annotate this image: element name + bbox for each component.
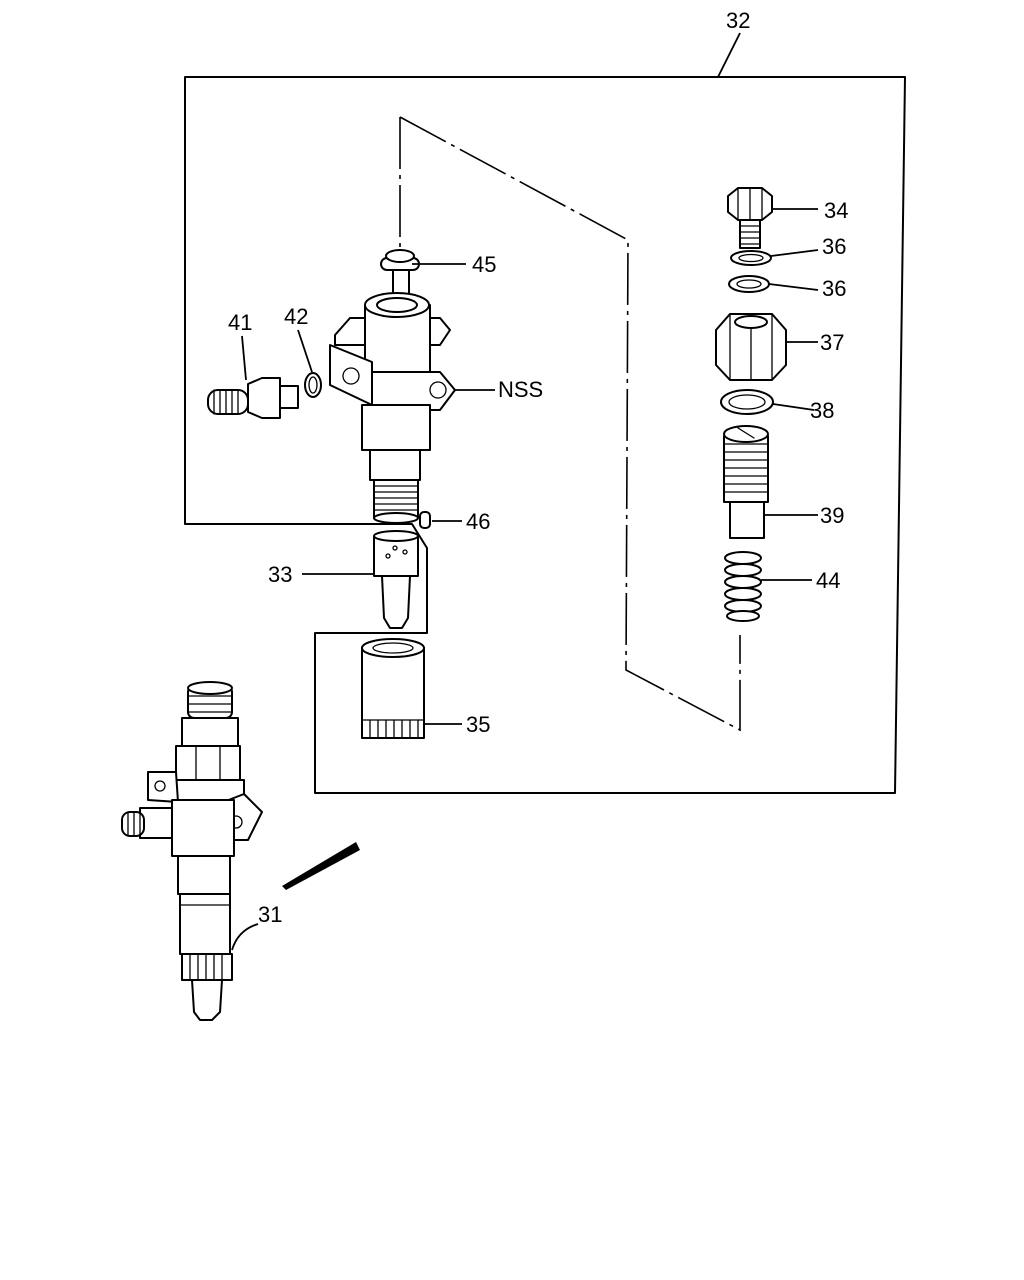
leader-31 — [231, 923, 259, 951]
label-33: 33 — [268, 562, 292, 587]
retaining-nut-35 — [361, 638, 425, 739]
bolt-34 — [727, 187, 773, 249]
label-39: 39 — [820, 503, 844, 528]
leader-38 — [772, 403, 815, 411]
label-34: 34 — [824, 198, 848, 223]
leader-42 — [297, 329, 313, 373]
leader-32 — [717, 32, 741, 78]
nozzle-33 — [373, 530, 419, 629]
nozzle-holder-nss — [329, 292, 456, 524]
leader-36-upper — [770, 249, 819, 257]
spring-44 — [724, 551, 762, 622]
label-46: 46 — [466, 509, 490, 534]
label-38: 38 — [810, 398, 834, 423]
connector-41 — [207, 377, 299, 419]
gasket-36-lower — [728, 275, 770, 293]
leader-41 — [241, 335, 247, 381]
label-41: 41 — [228, 310, 252, 335]
gasket-36-upper — [730, 250, 772, 266]
label-45: 45 — [472, 252, 496, 277]
spring-seat-39 — [723, 425, 769, 539]
label-36-lower: 36 — [822, 276, 846, 301]
label-nss: NSS — [498, 377, 543, 402]
washer-38 — [720, 389, 774, 415]
injector-assembly-31 — [121, 681, 263, 1021]
label-35: 35 — [466, 712, 490, 737]
assembly-bracket-outline — [184, 76, 906, 794]
alignment-path — [399, 116, 741, 732]
label-36-upper: 36 — [822, 234, 846, 259]
gasket-36-lower-inner — [736, 279, 762, 289]
label-44: 44 — [816, 568, 840, 593]
label-42: 42 — [284, 304, 308, 329]
pointer-arrow — [282, 842, 360, 890]
gasket-36-upper-inner — [738, 253, 764, 263]
o-ring-42-inner — [308, 376, 318, 394]
washer-38-inner — [728, 394, 766, 410]
cap-nut-37 — [715, 313, 787, 381]
label-37: 37 — [820, 330, 844, 355]
label-32: 32 — [726, 8, 750, 33]
pin-46 — [419, 511, 431, 529]
label-31: 31 — [258, 902, 282, 927]
leader-36-lower — [768, 283, 819, 291]
o-ring-42 — [304, 372, 322, 398]
